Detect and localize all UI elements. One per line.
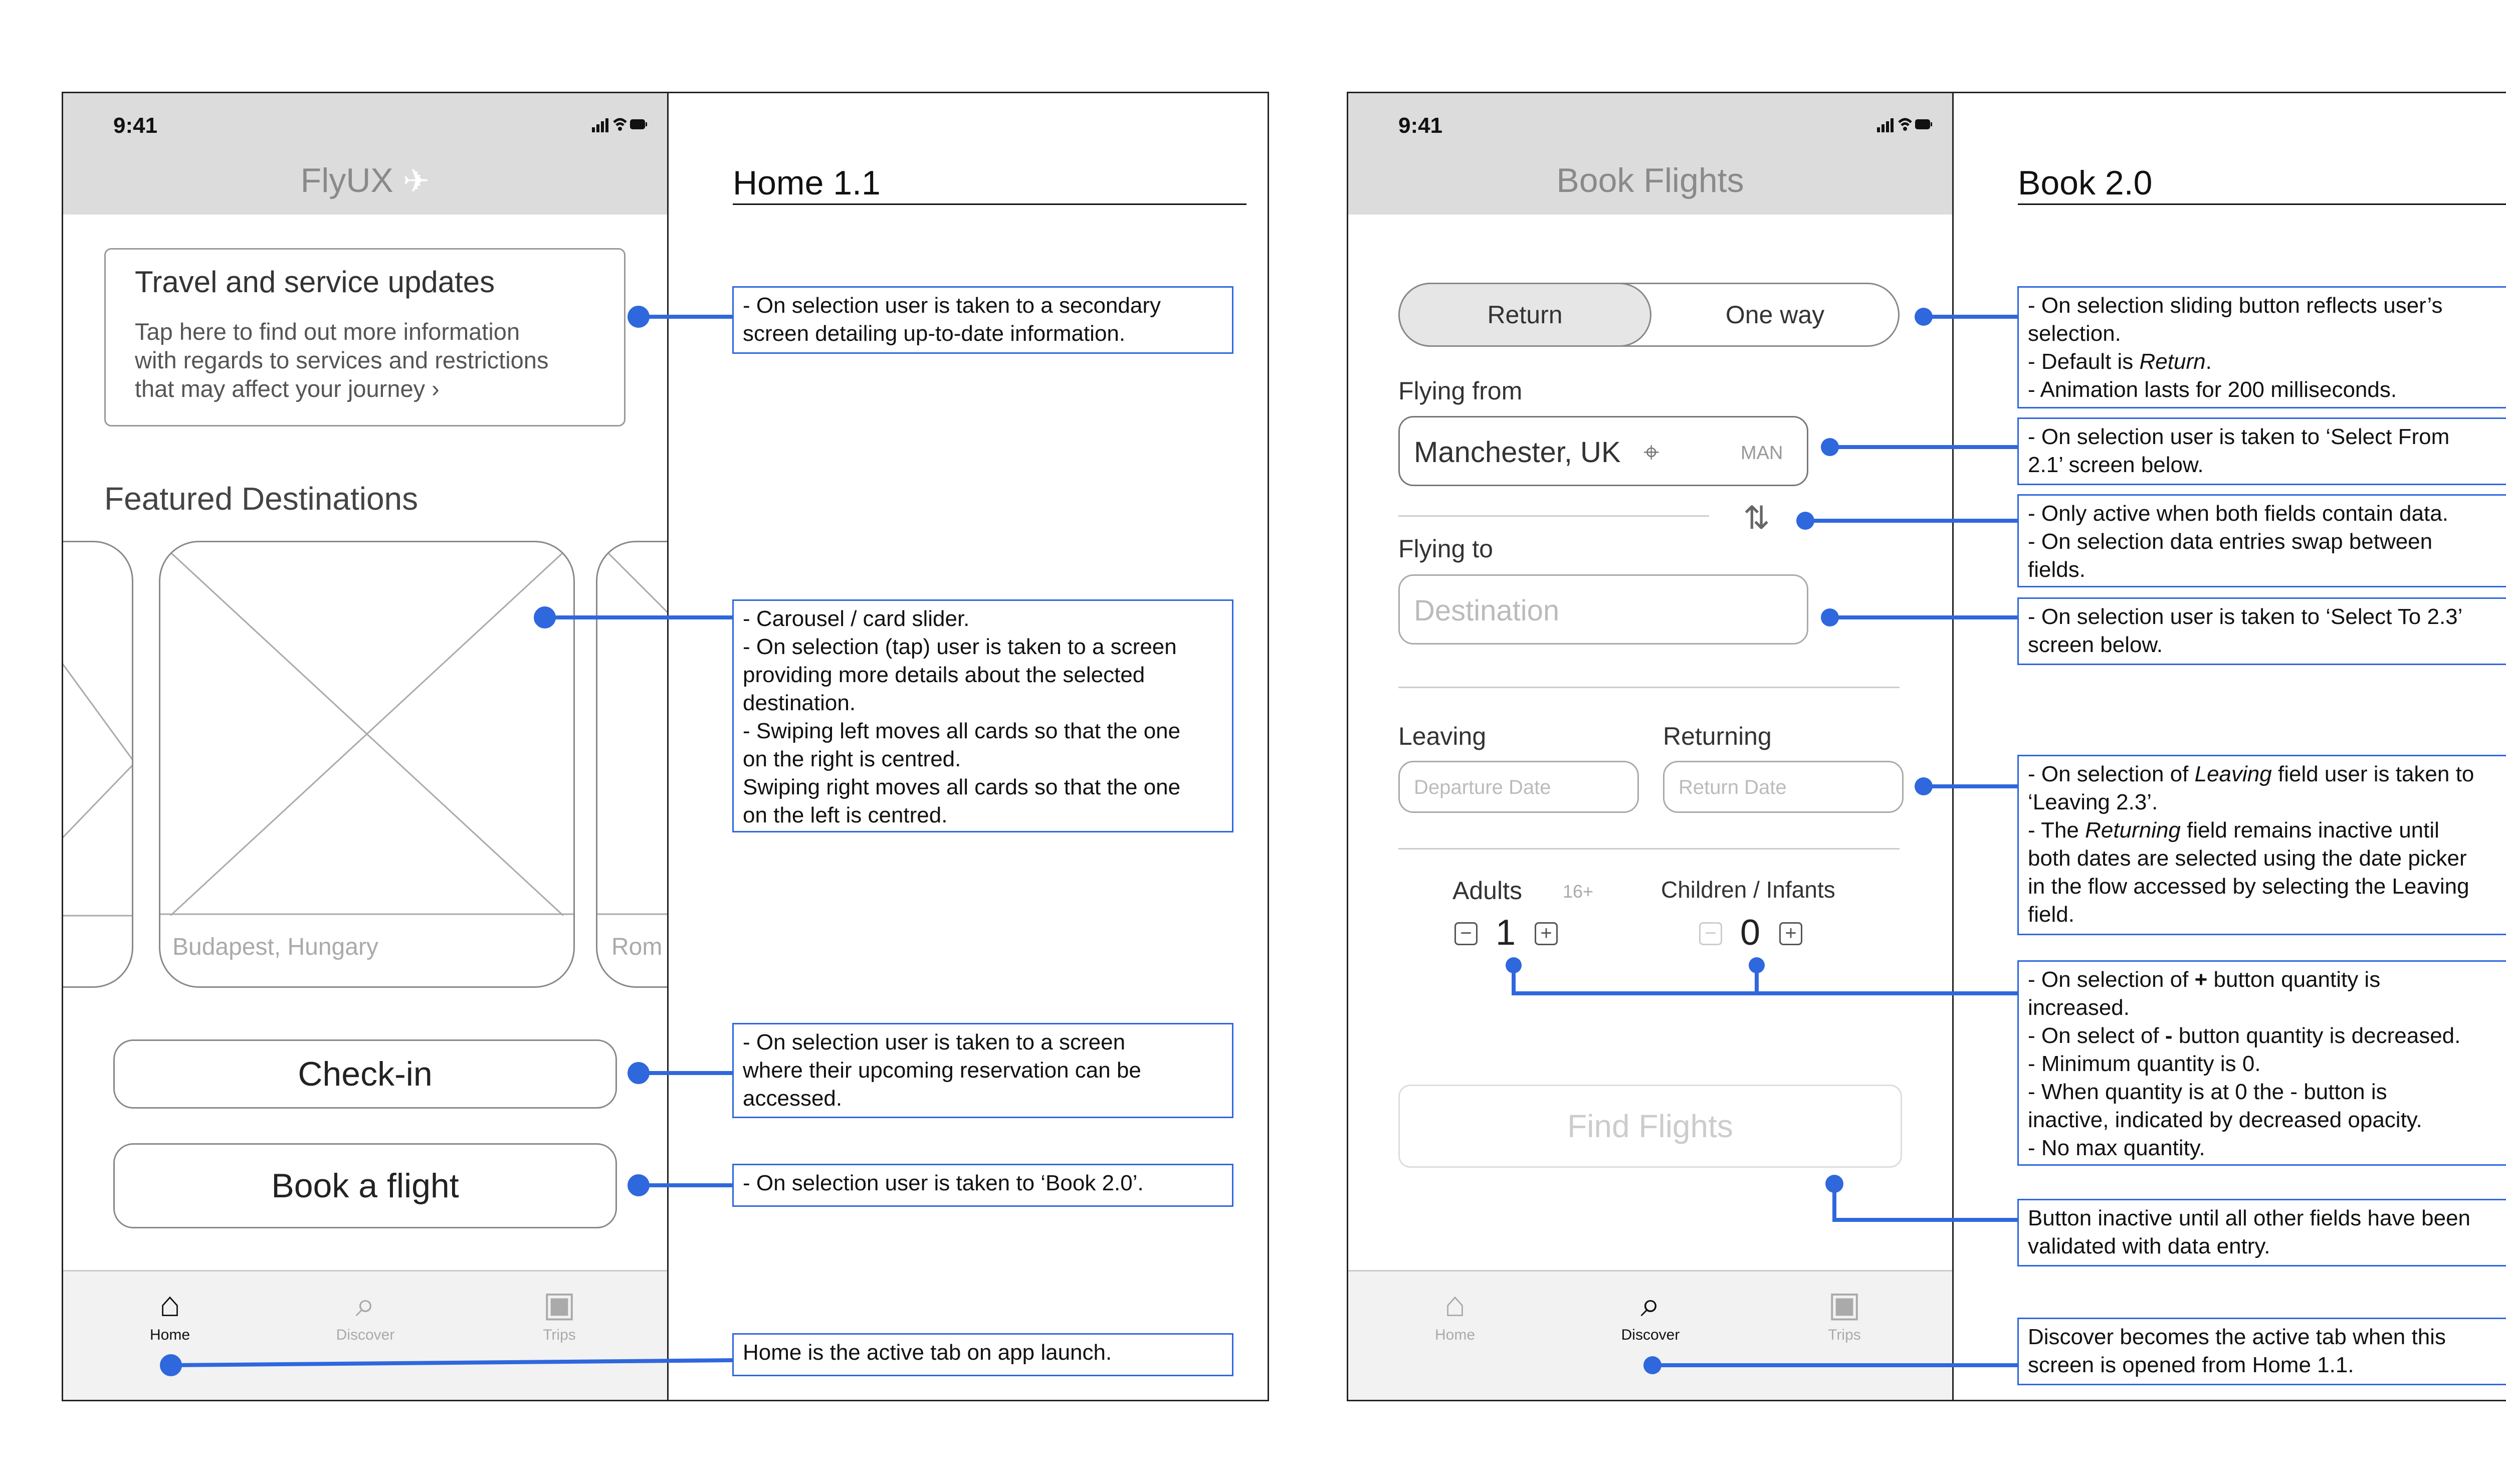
annotation-toggle: - On selection sliding button reflects u…: [2017, 286, 2506, 408]
home-note-title: Home 1.1: [733, 163, 1246, 205]
annotation-steppers: - On selection of + button quantity is i…: [2017, 960, 2506, 1166]
toggle-return[interactable]: Return: [1398, 283, 1651, 347]
destination-card-right[interactable]: Rom: [596, 541, 667, 988]
annotation-flying-from: - On selection user is taken to ‘Select …: [2017, 417, 2506, 485]
annotation-check-in: - On selection user is taken to a screen…: [732, 1023, 1233, 1118]
status-icons: [1877, 115, 1932, 136]
annotation-find-flights: Button inactive until all other fields h…: [2017, 1199, 2506, 1266]
destination-label: Rom: [611, 934, 663, 960]
destination-placeholder: Destination: [1414, 594, 1560, 627]
check-in-button[interactable]: Check-in: [113, 1039, 617, 1109]
chevron-right-icon: ›: [432, 375, 440, 402]
flying-from-label: Flying from: [1398, 377, 1523, 405]
tab-bar: ⌂ Home ⌕ Discover ▣ Trips: [1348, 1270, 1952, 1400]
from-value: Manchester, UK: [1414, 436, 1621, 469]
annotation-dates: - On selection of Leaving field user is …: [2017, 755, 2506, 935]
plus-button[interactable]: +: [1535, 922, 1558, 945]
toggle-one-way[interactable]: One way: [1725, 301, 1825, 329]
updates-body: Tap here to find out more information wi…: [135, 318, 549, 402]
children-label: Children / Infants: [1661, 877, 1835, 903]
search-icon: ⌕: [1640, 1285, 1660, 1324]
tab-trips[interactable]: ▣ Trips: [504, 1282, 614, 1344]
annotation-discover-tab: Discover becomes the active tab when thi…: [2017, 1318, 2506, 1385]
adults-label: Adults: [1452, 877, 1522, 905]
destination-label: Budapest, Hungary: [172, 934, 378, 960]
divider: [1398, 687, 1900, 688]
adults-stepper: − 1 +: [1454, 913, 1575, 960]
home-phone-screen: 9:41 FlyUX ✈ Travel and service updates …: [63, 93, 669, 1400]
tab-bar: ⌂ Home ⌕ Discover ▣ Trips: [63, 1270, 667, 1400]
location-target-icon: ⌖: [1643, 436, 1659, 468]
children-count: 0: [1740, 913, 1761, 953]
annotation-home-tab: Home is the active tab on app launch.: [732, 1333, 1233, 1376]
briefcase-icon: ▣: [542, 1285, 576, 1324]
home-icon: ⌂: [1444, 1285, 1466, 1324]
plus-button[interactable]: +: [1779, 922, 1802, 945]
divider: [1398, 515, 1709, 517]
status-time: 9:41: [113, 113, 158, 138]
travel-updates-card[interactable]: Travel and service updates Tap here to f…: [104, 248, 625, 427]
image-placeholder-icon: [160, 551, 573, 916]
image-placeholder-icon: [63, 663, 132, 917]
book-header: 9:41 Book Flights: [1348, 93, 1952, 215]
tab-home[interactable]: ⌂ Home: [1400, 1282, 1510, 1344]
tab-home[interactable]: ⌂ Home: [115, 1282, 225, 1344]
annotation-updates: - On selection user is taken to a second…: [732, 286, 1233, 354]
home-icon: ⌂: [159, 1285, 181, 1324]
returning-label: Returning: [1663, 722, 1772, 750]
signal-wifi-battery-icon: [592, 118, 647, 132]
children-stepper: − 0 +: [1699, 913, 1819, 960]
annotation-swap: - Only active when both fields contain d…: [2017, 494, 2506, 587]
tab-discover[interactable]: ⌕ Discover: [1595, 1282, 1706, 1344]
destination-card-left[interactable]: [63, 541, 133, 988]
find-flights-button[interactable]: Find Flights: [1398, 1085, 1902, 1168]
home-panel: 9:41 FlyUX ✈ Travel and service updates …: [62, 92, 1269, 1401]
adults-hint: 16+: [1563, 881, 1594, 902]
search-icon: ⌕: [355, 1285, 375, 1324]
annotation-destination: - On selection user is taken to ‘Select …: [2017, 597, 2506, 665]
departure-date-field[interactable]: Departure Date: [1398, 761, 1639, 813]
destination-field[interactable]: Destination: [1398, 574, 1808, 645]
minus-button[interactable]: −: [1699, 922, 1722, 945]
signal-wifi-battery-icon: [1877, 118, 1932, 132]
annotation-carousel: - Carousel / card slider. - On selection…: [732, 599, 1233, 832]
book-panel: 9:41 Book Flights Return One way Flying …: [1347, 92, 2506, 1401]
book-flight-button[interactable]: Book a flight: [113, 1143, 617, 1228]
tab-discover[interactable]: ⌕ Discover: [310, 1282, 421, 1344]
return-placeholder: Return Date: [1679, 776, 1787, 798]
book-note-title: Book 2.0: [2018, 163, 2506, 205]
from-airport-code: MAN: [1741, 443, 1783, 464]
page-title: Book Flights: [1556, 161, 1744, 199]
updates-title: Travel and service updates: [135, 265, 495, 299]
status-time: 9:41: [1398, 113, 1443, 138]
briefcase-icon: ▣: [1827, 1285, 1861, 1324]
leaving-label: Leaving: [1398, 722, 1487, 750]
status-icons: [592, 115, 647, 136]
destination-card-center[interactable]: Budapest, Hungary: [159, 541, 575, 988]
app-title: FlyUX ✈: [300, 161, 430, 199]
trip-type-toggle[interactable]: Return One way: [1398, 283, 1900, 347]
minus-button[interactable]: −: [1454, 922, 1478, 945]
departure-placeholder: Departure Date: [1414, 776, 1551, 798]
featured-destinations-heading: Featured Destinations: [104, 481, 419, 517]
adults-count: 1: [1496, 913, 1516, 953]
swap-arrows-icon[interactable]: ⇅: [1743, 500, 1770, 536]
flying-from-field[interactable]: Manchester, UK ⌖ MAN: [1398, 416, 1808, 486]
tab-trips[interactable]: ▣ Trips: [1789, 1282, 1900, 1344]
flying-to-label: Flying to: [1398, 535, 1493, 563]
image-placeholder-icon: [597, 551, 667, 915]
return-date-field[interactable]: Return Date: [1663, 761, 1904, 813]
home-header: 9:41 FlyUX ✈: [63, 93, 667, 215]
divider: [1398, 848, 1900, 850]
airplane-icon: ✈: [402, 163, 430, 199]
book-phone-screen: 9:41 Book Flights Return One way Flying …: [1348, 93, 1954, 1400]
annotation-book-flight: - On selection user is taken to ‘Book 2.…: [732, 1164, 1233, 1207]
